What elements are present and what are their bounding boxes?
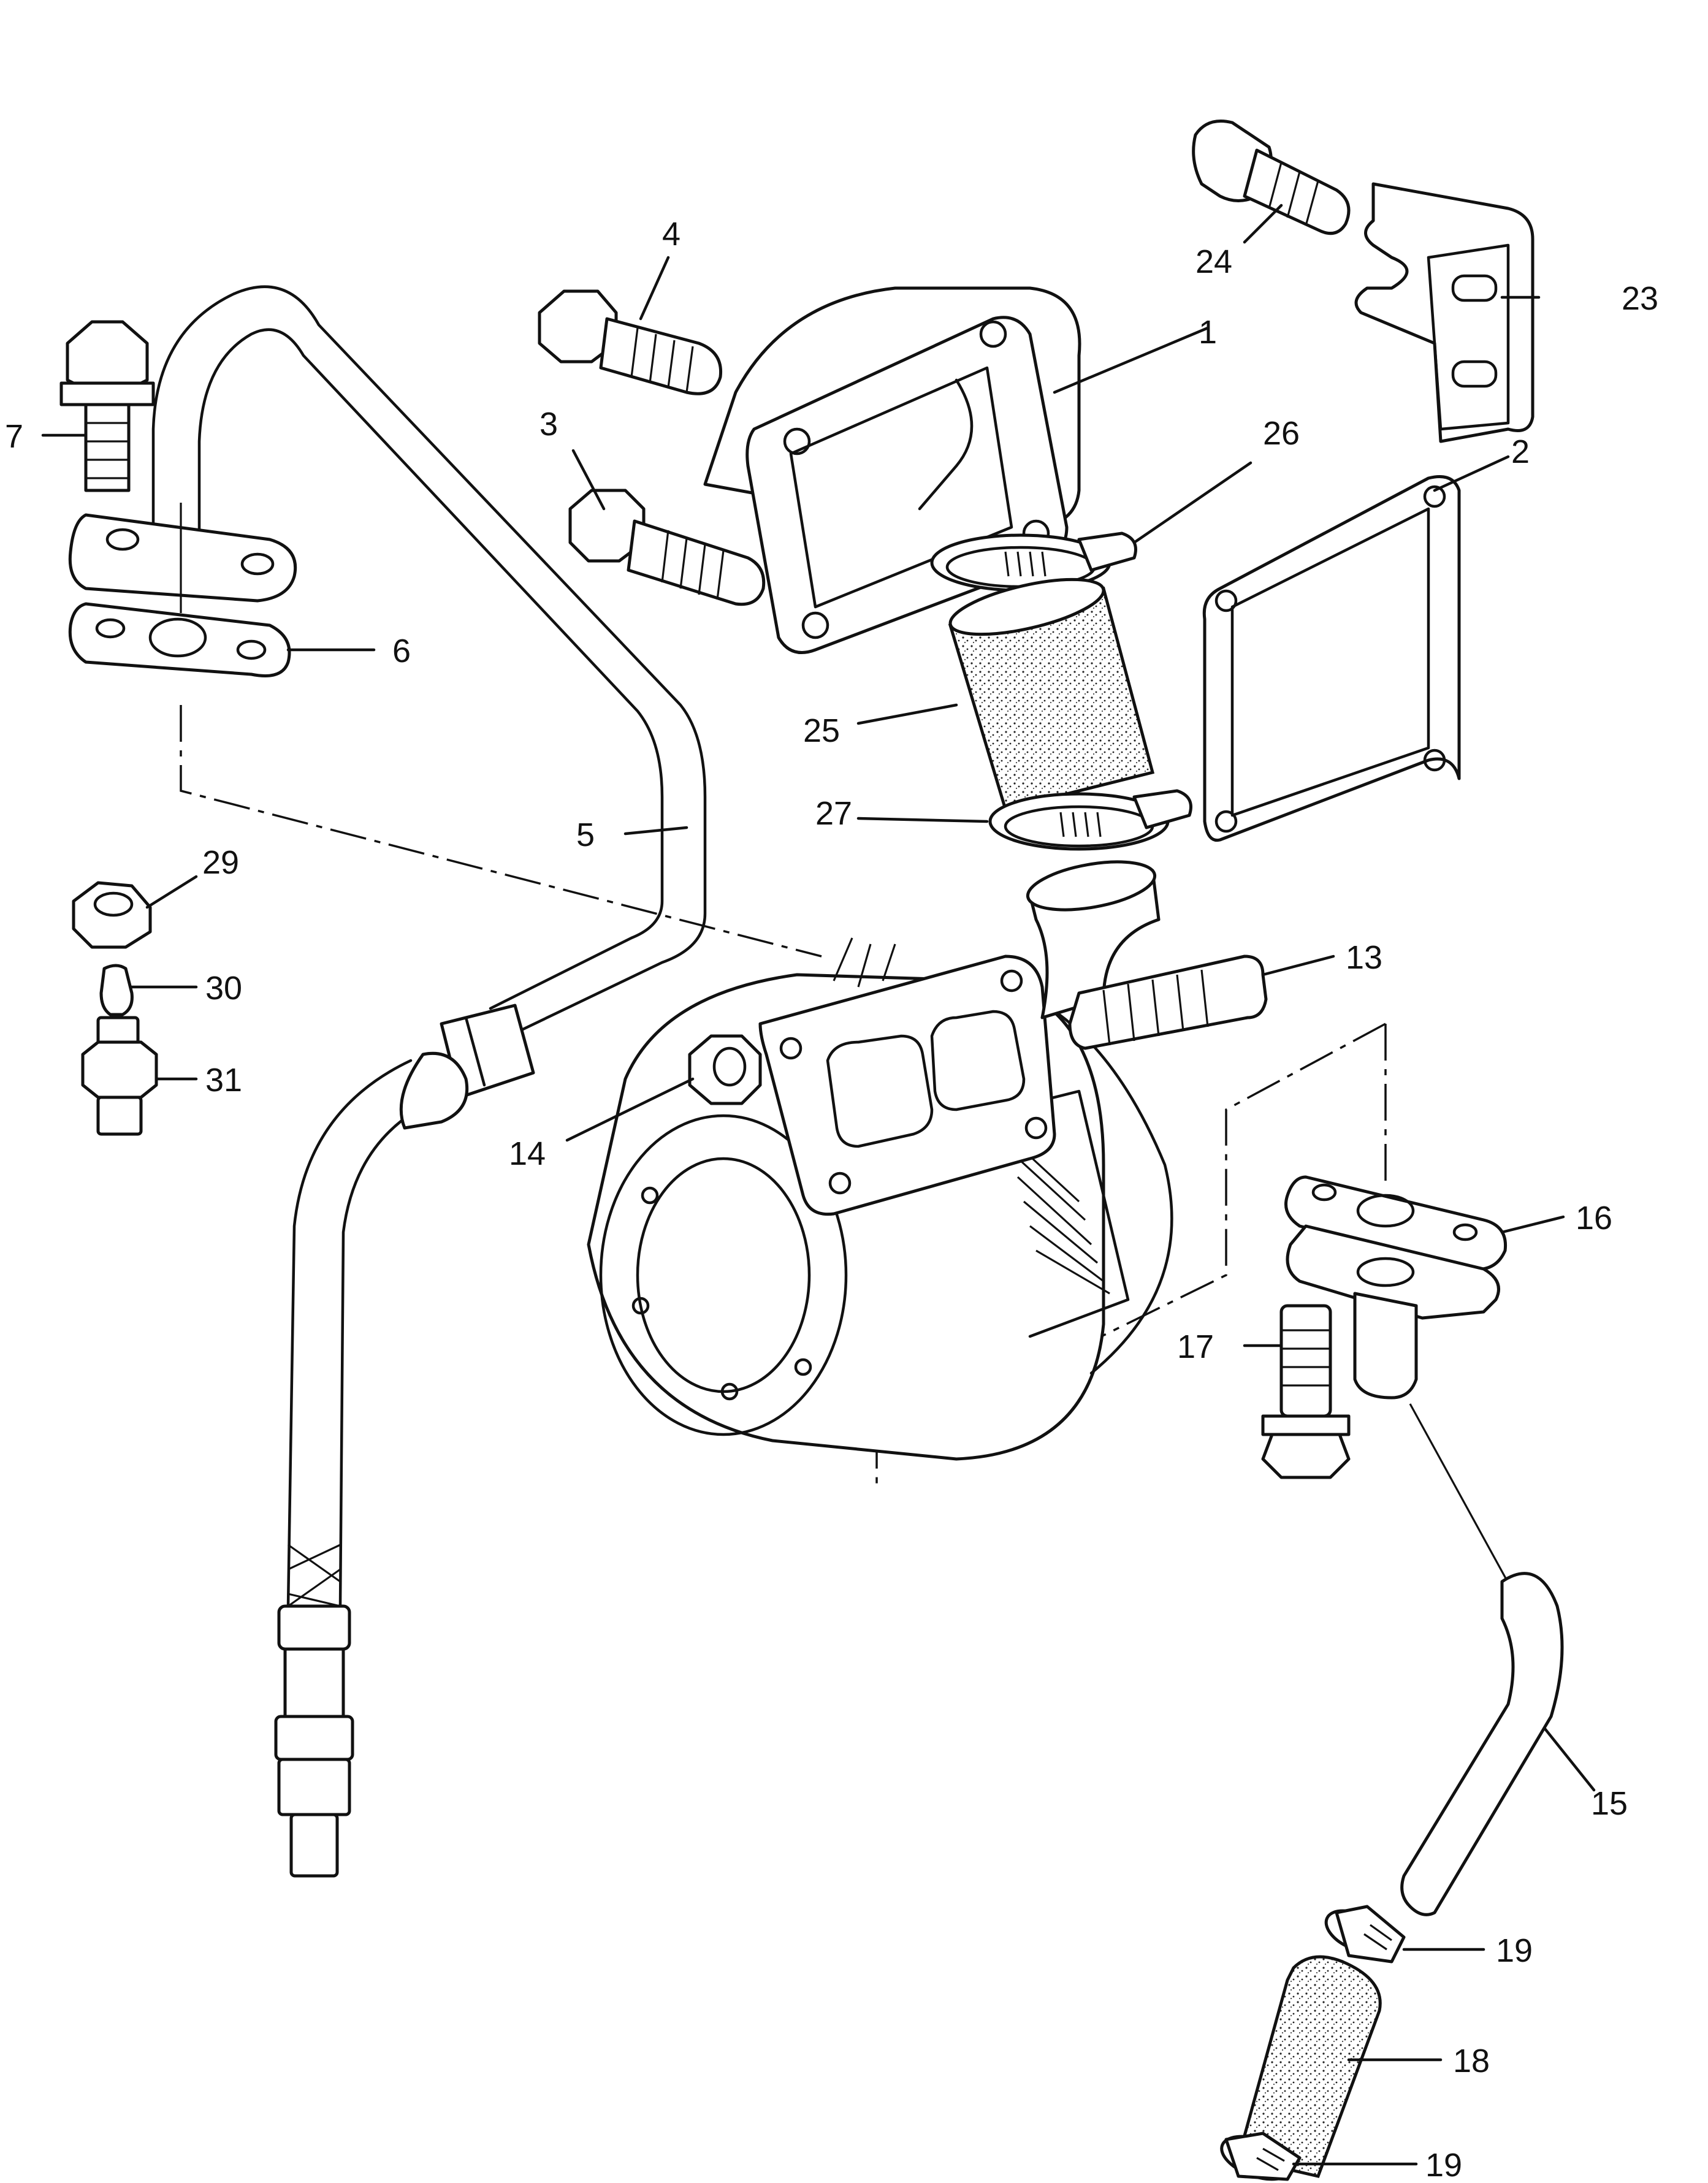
hose-18: [1236, 1955, 1382, 2178]
callout-19-lower: 19: [1425, 2147, 1462, 2183]
stud-13: [1068, 954, 1268, 1050]
callout-23: 23: [1622, 280, 1658, 317]
assembly-guide-lines: [180, 625, 1387, 1490]
callout-2: 2: [1511, 433, 1530, 470]
bracket-23: [1354, 182, 1535, 443]
callout-3: 3: [539, 406, 558, 443]
banjo-bolt-7: [59, 320, 155, 492]
hose-clamp-19-upper: [1324, 1905, 1406, 1964]
callout-14: 14: [509, 1135, 546, 1172]
callout-24: 24: [1195, 243, 1232, 280]
bolt-17: [1261, 1304, 1351, 1479]
fitting-30: [99, 964, 134, 1016]
oil-feed-pipe: [151, 285, 707, 1878]
callout-4: 4: [662, 216, 681, 253]
callout-27: 27: [815, 795, 852, 832]
callout-1: 1: [1199, 314, 1217, 351]
drain-pipe-15: [1400, 1403, 1564, 1916]
bolt-3: [568, 489, 766, 606]
leader-lines: [41, 204, 1596, 2166]
oil-feed-flange-gasket: [68, 503, 297, 677]
bolt-4: [538, 289, 723, 395]
hose-clamp-27: [988, 789, 1192, 851]
hose-clamp-19-lower: [1220, 2132, 1302, 2181]
callout-18: 18: [1453, 2043, 1490, 2079]
callout-26: 26: [1263, 415, 1300, 452]
nut-29: [72, 881, 152, 949]
callout-15: 15: [1591, 1785, 1628, 1822]
nut-14: [688, 1034, 762, 1105]
turbocharger: [587, 860, 1173, 1461]
hose-25: [948, 577, 1155, 812]
callout-13: 13: [1346, 939, 1382, 976]
callout-16: 16: [1576, 1200, 1612, 1236]
braided-hose: [288, 1544, 341, 1607]
callout-5: 5: [576, 817, 595, 853]
callout-17: 17: [1177, 1328, 1214, 1365]
drain-flange-16: [1284, 1175, 1508, 1400]
callout-31: 31: [205, 1062, 242, 1099]
callout-7: 7: [5, 418, 23, 455]
hose-clamp-26: [930, 531, 1137, 592]
exhaust-gasket-2: [1202, 475, 1461, 842]
callout-25: 25: [803, 712, 840, 749]
callout-30: 30: [205, 970, 242, 1007]
adapter-31: [81, 1016, 158, 1136]
callout-labels: 1 2 3 4 5 6 7 13 14 15 16 17 18 19 19 23…: [5, 216, 1658, 2183]
callout-29: 29: [202, 844, 239, 881]
callout-19-upper: 19: [1496, 1932, 1533, 1969]
callout-6: 6: [392, 633, 411, 669]
bolt-24: [1192, 120, 1351, 235]
